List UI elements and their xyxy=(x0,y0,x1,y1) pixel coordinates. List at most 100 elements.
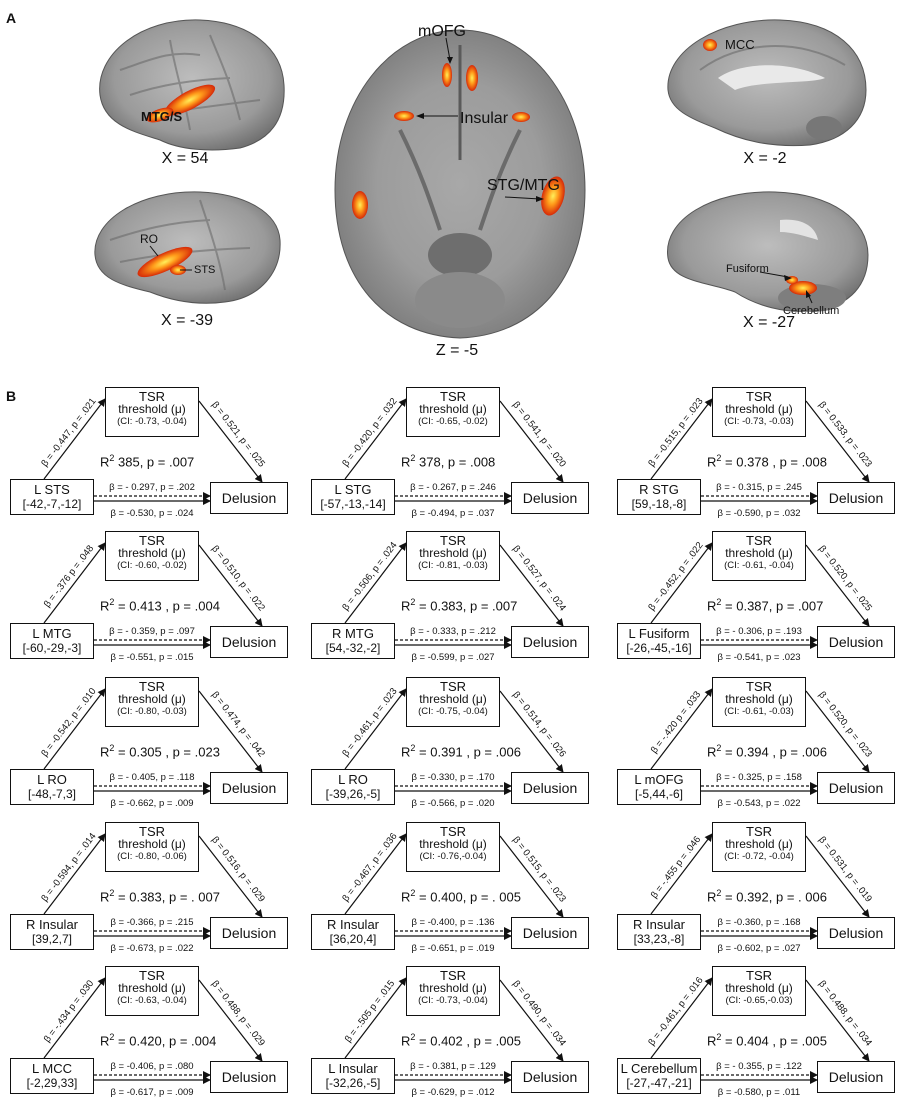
predictor-coords: [-39,26,-5] xyxy=(325,787,381,801)
path-a-arrow xyxy=(650,688,713,770)
predictor-box: R Insular[33,23,-8] xyxy=(617,914,701,950)
path-c-prime-label: β = - 0.359, p = .097 xyxy=(109,626,195,637)
predictor-coords: [-32,26,-5] xyxy=(325,1076,381,1090)
predictor-region: L Cerebellum xyxy=(620,1061,698,1076)
r-squared-symbol: R xyxy=(401,454,411,470)
predictor-region: R STG xyxy=(639,482,679,497)
path-c-label: β = -0.566, p = .020 xyxy=(411,798,495,809)
path-b-arrow xyxy=(198,979,263,1062)
path-b-arrow xyxy=(805,835,870,918)
label-fusiform: Fusiform xyxy=(726,263,769,275)
r-squared-label: R2 = 0.383, p = . 007 xyxy=(100,888,220,904)
predictor-box: L Cerebellum[-27,-47,-21] xyxy=(617,1058,701,1094)
mediator-label-line2: threshold (μ) xyxy=(419,402,487,416)
predictor-box: L STG[-57,-13,-14] xyxy=(311,479,395,515)
path-a-arrow xyxy=(650,398,713,480)
path-a-arrow xyxy=(43,398,106,480)
label-sts: STS xyxy=(194,264,215,276)
r-squared-symbol: R xyxy=(100,1033,110,1049)
path-a-arrow xyxy=(650,977,713,1059)
r-squared-value: = 0.383, p = .007 xyxy=(415,598,518,614)
predictor-box: L mOFG[-5,44,-6] xyxy=(617,769,701,805)
r-squared-value: 385, p = .007 xyxy=(114,454,195,470)
path-c-prime-label: β = -0.360, p = .168 xyxy=(717,917,801,928)
predictor-coords: [54,-32,-2] xyxy=(325,641,381,655)
r-squared-value: = 0.391 , p = .006 xyxy=(415,744,521,760)
mediator-label-line1: TSR xyxy=(746,533,772,548)
r-squared-label: R2 = 0.378 , p = .008 xyxy=(707,453,827,469)
path-c-label: β = -0.580, p = .011 xyxy=(717,1087,801,1098)
brain-sagittal-xm2: MCC xyxy=(667,19,867,147)
mediator-label-line1: TSR xyxy=(440,679,466,694)
mediator-label-line2: threshold (μ) xyxy=(419,692,487,706)
path-b-arrow xyxy=(499,979,564,1062)
path-c-prime-label: β = - 0.405, p = .118 xyxy=(109,772,195,783)
mediator-label-line2: threshold (μ) xyxy=(725,402,793,416)
r-squared-exponent: 2 xyxy=(716,743,722,753)
r-squared-symbol: R xyxy=(100,744,110,760)
outcome-box: Delusion xyxy=(817,772,895,804)
coord-z5: Z = -5 xyxy=(435,342,479,359)
r-squared-symbol: R xyxy=(401,889,411,905)
path-c-label: β = -0.590, p = .032 xyxy=(717,508,801,519)
path-c-prime-label: β = - 0.355, p = .122 xyxy=(716,1061,802,1072)
outcome-box: Delusion xyxy=(817,917,895,949)
r-squared-value: = 0.305 , p = .023 xyxy=(114,744,220,760)
predictor-box: L MCC[-2,29,33] xyxy=(10,1058,94,1094)
path-c-prime-label: β = - 0.381, p = .129 xyxy=(410,1061,496,1072)
brain-sagittal-xm39: RO STS xyxy=(94,191,281,304)
mediator-ci: (CI: -0.73, -0.03) xyxy=(724,416,794,427)
path-c-label: β = -0.662, p = .009 xyxy=(110,798,194,809)
mediator-label-line1: TSR xyxy=(139,824,165,839)
r-squared-label: R2 = 0.391 , p = .006 xyxy=(401,743,521,759)
predictor-coords: [59,-18,-8] xyxy=(631,497,687,511)
r-squared-symbol: R xyxy=(100,598,110,614)
r-squared-exponent: 2 xyxy=(410,453,416,463)
r-squared-label: R2 = 0.420, p = .004 xyxy=(100,1032,216,1048)
brain-sagittal-xm27: Fusiform Cerebellum xyxy=(667,191,869,317)
predictor-coords: [-57,-13,-14] xyxy=(320,497,386,511)
path-a-arrow xyxy=(344,977,407,1059)
path-b-arrow xyxy=(198,544,263,627)
path-b-arrow xyxy=(499,400,564,483)
predictor-region: L RO xyxy=(338,772,368,787)
outcome-box: Delusion xyxy=(210,482,288,514)
mediator-ci: (CI: -0.61, -0.04) xyxy=(724,560,794,571)
path-b-arrow xyxy=(805,400,870,483)
outcome-box: Delusion xyxy=(210,626,288,658)
r-squared-value: = 0.387, p = .007 xyxy=(721,598,824,614)
predictor-box: L RO[-48,-7,3] xyxy=(10,769,94,805)
mediator-label-line1: TSR xyxy=(440,389,466,404)
mediator-ci: (CI: -0.60, -0.02) xyxy=(117,560,187,571)
label-mcc: MCC xyxy=(725,37,755,52)
predictor-region: R MTG xyxy=(332,626,374,641)
r-squared-value: = 0.394 , p = .006 xyxy=(721,744,827,760)
mediator-label-line1: TSR xyxy=(440,968,466,983)
path-b-arrow xyxy=(198,400,263,483)
predictor-region: L Insular xyxy=(328,1061,378,1076)
mediator-ci: (CI: -0.80, -0.03) xyxy=(117,706,187,717)
predictor-region: R Insular xyxy=(25,917,79,932)
path-c-label: β = -0.494, p = .037 xyxy=(411,508,495,519)
mediator-label-line1: TSR xyxy=(139,968,165,983)
path-c-prime-label: β = - 0.315, p = .245 xyxy=(716,482,802,493)
mediator-ci: (CI: -0.65, -0.02) xyxy=(418,416,488,427)
predictor-box: R STG[59,-18,-8] xyxy=(617,479,701,515)
predictor-coords: [33,23,-8] xyxy=(633,932,685,946)
label-ro: RO xyxy=(140,232,158,246)
outcome-box: Delusion xyxy=(511,1061,589,1093)
coord-xm27: X = -27 xyxy=(742,314,796,331)
mediator-ci: (CI: -0.75, -0.04) xyxy=(418,706,488,717)
r-squared-label: R2 = 0.402 , p = .005 xyxy=(401,1032,521,1048)
r-squared-label: R2 = 0.392, p = . 006 xyxy=(707,888,827,904)
coord-x54: X = 54 xyxy=(161,150,209,167)
predictor-box: L STS[-42,-7,-12] xyxy=(10,479,94,515)
r-squared-exponent: 2 xyxy=(109,1032,115,1042)
predictor-region: R Insular xyxy=(326,917,380,932)
predictor-box: L Insular[-32,26,-5] xyxy=(311,1058,395,1094)
mediator-label-line2: threshold (μ) xyxy=(118,981,186,995)
